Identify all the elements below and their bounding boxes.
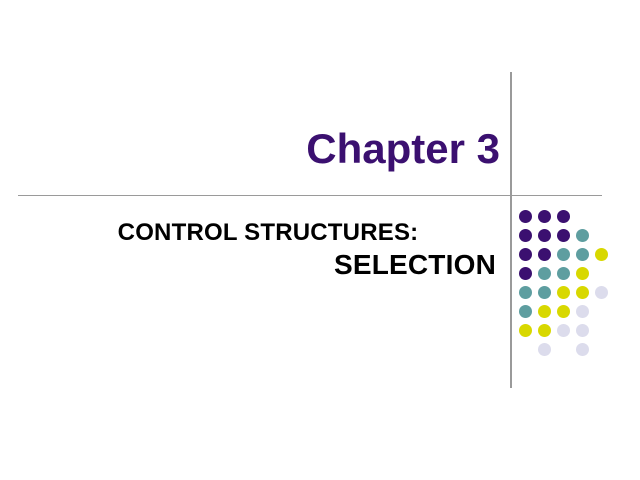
decorative-dot-teal bbox=[519, 286, 532, 299]
decorative-dot-lavender bbox=[576, 305, 589, 318]
decorative-dot-purple bbox=[557, 210, 570, 223]
vertical-divider-line bbox=[510, 72, 512, 388]
decorative-dot-lavender bbox=[538, 343, 551, 356]
decorative-dot-teal bbox=[538, 267, 551, 280]
decorative-dot-teal bbox=[557, 267, 570, 280]
decorative-dot-teal bbox=[576, 248, 589, 261]
decorative-dot-lavender bbox=[595, 286, 608, 299]
decorative-dot-yellow bbox=[519, 324, 532, 337]
decorative-dot-purple bbox=[538, 210, 551, 223]
decorative-dot-yellow bbox=[595, 248, 608, 261]
subtitle-line-1: CONTROL STRUCTURES: bbox=[117, 219, 419, 246]
decorative-dot-lavender bbox=[557, 324, 570, 337]
decorative-dot-yellow bbox=[576, 286, 589, 299]
decorative-dot-purple bbox=[557, 229, 570, 242]
page-title: Chapter 3 bbox=[306, 125, 500, 172]
decorative-dot-teal bbox=[519, 305, 532, 318]
decorative-dot-teal bbox=[576, 229, 589, 242]
subtitle-block: CONTROL STRUCTURES: SELECTION bbox=[40, 218, 496, 282]
decorative-dot-yellow bbox=[557, 305, 570, 318]
decorative-dot-lavender bbox=[576, 324, 589, 337]
subtitle-line-2: SELECTION bbox=[333, 249, 496, 280]
decorative-dot-grid bbox=[519, 210, 629, 370]
decorative-dot-purple bbox=[519, 229, 532, 242]
decorative-dot-lavender bbox=[576, 343, 589, 356]
decorative-dot-purple bbox=[538, 229, 551, 242]
decorative-dot-purple bbox=[538, 248, 551, 261]
decorative-dot-teal bbox=[538, 286, 551, 299]
decorative-dot-purple bbox=[519, 210, 532, 223]
decorative-dot-teal bbox=[557, 248, 570, 261]
horizontal-divider-line bbox=[18, 195, 602, 196]
decorative-dot-yellow bbox=[557, 286, 570, 299]
decorative-dot-yellow bbox=[538, 324, 551, 337]
decorative-dot-yellow bbox=[538, 305, 551, 318]
decorative-dot-purple bbox=[519, 267, 532, 280]
decorative-dot-purple bbox=[519, 248, 532, 261]
decorative-dot-yellow bbox=[576, 267, 589, 280]
